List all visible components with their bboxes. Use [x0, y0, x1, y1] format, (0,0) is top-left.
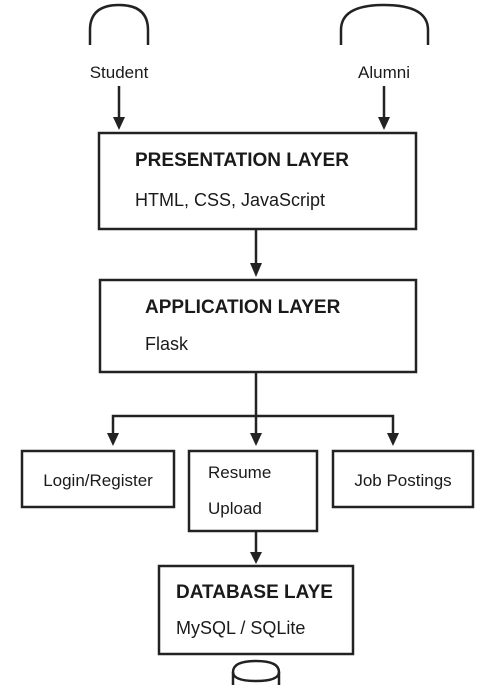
student-arrow: [113, 86, 125, 130]
alumni-label: Alumni: [358, 63, 410, 82]
arrowhead: [250, 263, 262, 277]
arrowhead: [113, 117, 125, 130]
arrowhead: [387, 433, 399, 446]
presentation-layer-title: PRESENTATION LAYER: [135, 150, 349, 171]
resume-upload-label-line1: Resume: [208, 463, 271, 482]
login-register-label: Login/Register: [43, 471, 153, 490]
resume-upload-box: Resume Upload: [187, 449, 319, 533]
student-actor: Student: [88, 3, 150, 82]
presentation-layer-tech: HTML, CSS, JavaScript: [135, 190, 325, 210]
module-branch-connector: [107, 372, 399, 446]
resume-to-database-arrow: [250, 531, 262, 564]
presentation-layer-box: PRESENTATION LAYER HTML, CSS, JavaScript: [97, 131, 418, 231]
application-layer-title: APPLICATION LAYER: [145, 297, 341, 318]
alumni-actor: Alumni: [339, 3, 430, 82]
arrowhead: [250, 552, 262, 564]
resume-upload-label-line2: Upload: [208, 499, 262, 518]
arrowhead: [107, 433, 119, 446]
alumni-arrow: [378, 86, 390, 130]
database-layer-title: DATABASE LAYE: [176, 582, 333, 603]
arrowhead: [250, 433, 262, 446]
student-actor-icon: [88, 3, 150, 45]
presentation-to-application-arrow: [250, 229, 262, 277]
application-layer-box: APPLICATION LAYER Flask: [98, 278, 418, 374]
job-postings-label: Job Postings: [354, 471, 451, 490]
login-register-box: Login/Register: [20, 449, 176, 509]
application-layer-tech: Flask: [145, 334, 189, 354]
arrowhead: [378, 117, 390, 130]
alumni-actor-icon: [339, 3, 430, 45]
job-postings-box: Job Postings: [331, 449, 475, 509]
database-cylinder-icon: [231, 659, 281, 685]
student-label: Student: [90, 63, 149, 82]
database-layer-box: DATABASE LAYE MySQL / SQLite: [157, 564, 355, 656]
database-layer-tech: MySQL / SQLite: [176, 618, 305, 638]
